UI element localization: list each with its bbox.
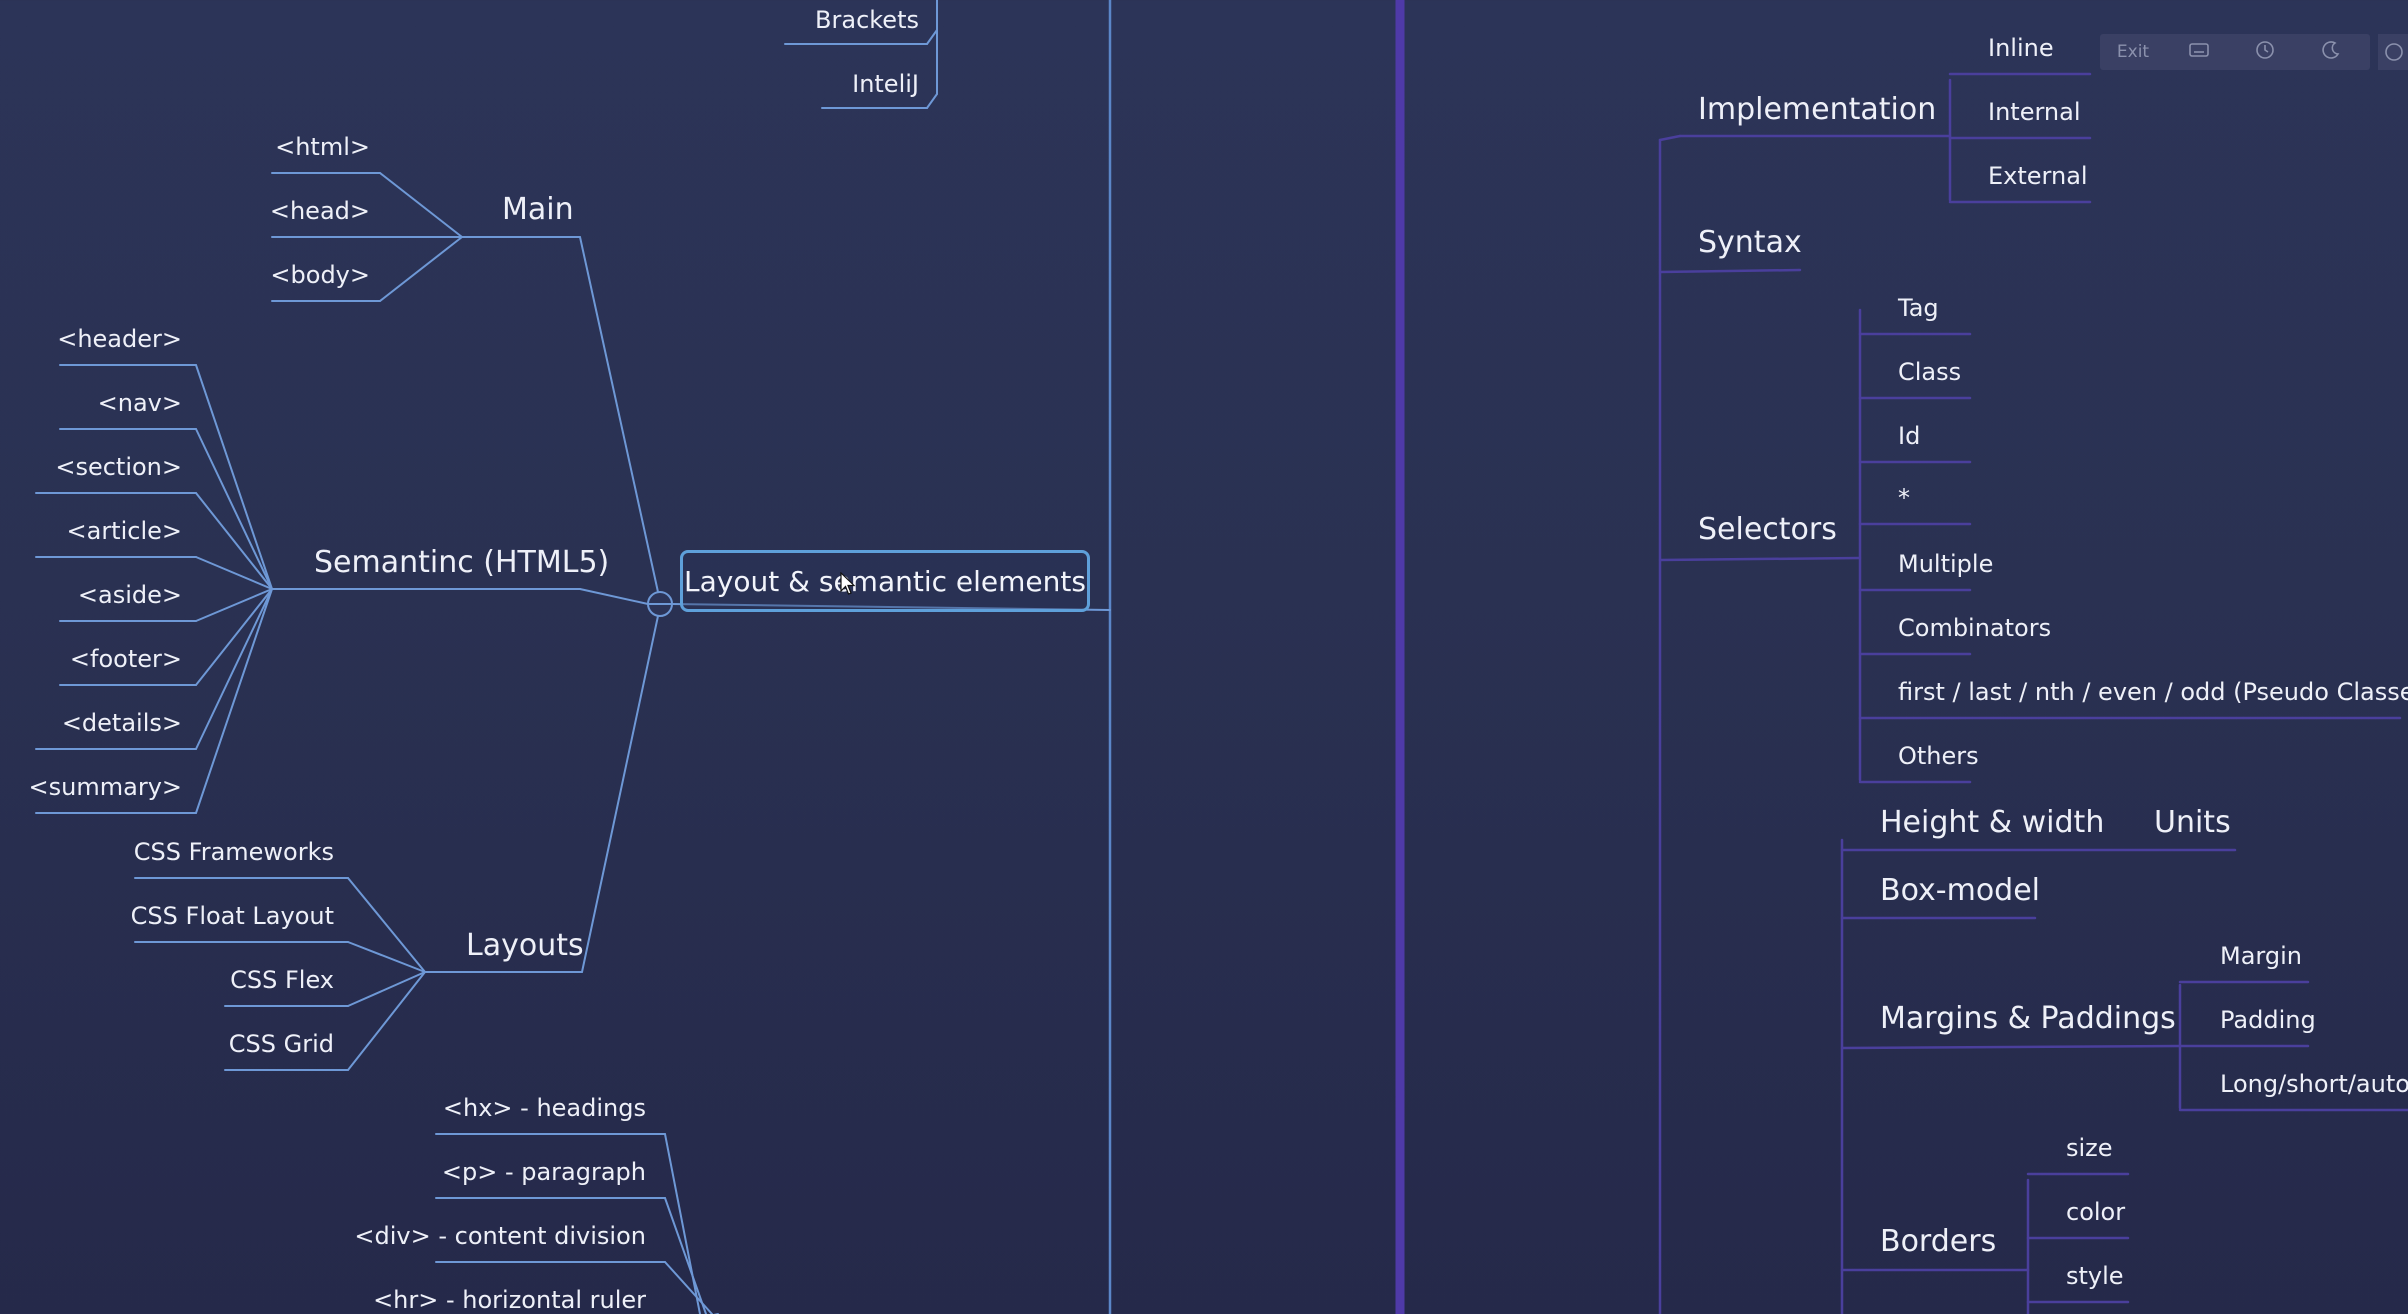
branch-line [579, 588, 649, 605]
node-internal[interactable]: Internal [1988, 98, 2081, 126]
node-multiple[interactable]: Multiple [1898, 550, 1994, 578]
branch-selectors[interactable]: Selectors [1698, 512, 1837, 547]
node-id[interactable]: Id [1898, 422, 1921, 450]
node-color[interactable]: color [2066, 1198, 2126, 1226]
branch-line [195, 588, 273, 622]
node-aside[interactable]: <aside> [77, 581, 182, 609]
node-box-model[interactable]: Box-model [1880, 873, 2041, 908]
branch-line [926, 29, 938, 45]
node-others[interactable]: Others [1898, 742, 1979, 770]
node-css-float-layout[interactable]: CSS Float Layout [130, 902, 334, 930]
node-section[interactable]: <section> [55, 453, 182, 481]
node-nav[interactable]: <nav> [97, 389, 182, 417]
branch-main[interactable]: Main [502, 192, 574, 227]
node-style[interactable]: style [2066, 1262, 2124, 1290]
node-first-last-nth-even-odd-pseudo-classes[interactable]: first / last / nth / even / odd (Pseudo … [1898, 678, 2408, 706]
branch-line [1840, 1044, 2182, 1050]
branch-lines [35, 0, 2408, 1314]
node-hr-horizontal-ruler[interactable]: <hr> - horizontal ruler [373, 1286, 646, 1314]
branch-layouts[interactable]: Layouts [466, 928, 584, 963]
presentation-toolbar: Exit [2100, 34, 2370, 70]
branch-line [926, 93, 938, 109]
branch-line [195, 364, 273, 590]
zoom-icon[interactable] [2378, 34, 2408, 70]
branch-line [1658, 556, 1862, 562]
branch-line [195, 492, 273, 590]
branch-line [379, 236, 463, 302]
branch-implementation[interactable]: Implementation [1698, 92, 1937, 127]
branch-line [664, 1197, 707, 1314]
node-class[interactable]: Class [1898, 358, 1962, 386]
root-node[interactable]: Layout & semantic elements [680, 550, 1090, 612]
node-body[interactable]: <body> [270, 261, 370, 289]
branch-line [195, 588, 273, 814]
node-height-width[interactable]: Height & width [1880, 805, 2105, 840]
node-head[interactable]: <head> [269, 197, 370, 225]
branch-line [581, 615, 659, 973]
node-hx-headings[interactable]: <hx> - headings [442, 1094, 646, 1122]
mouse-cursor-icon [840, 572, 856, 595]
branch-line [347, 971, 426, 1071]
node-long-short-auto[interactable]: Long/short/auto [2220, 1070, 2408, 1098]
exit-button[interactable]: Exit [2116, 42, 2150, 62]
node-units[interactable]: Units [2154, 805, 2231, 840]
node-article[interactable]: <article> [66, 517, 183, 545]
node-html[interactable]: <html> [275, 133, 370, 161]
branch-line [1658, 268, 1802, 274]
node-size[interactable]: size [2066, 1134, 2113, 1162]
node-brackets[interactable]: Brackets [815, 6, 919, 34]
branch-line [347, 971, 426, 1007]
branch-line [664, 1133, 701, 1314]
clock-icon[interactable] [2232, 40, 2298, 65]
branch-line [379, 172, 463, 238]
keyboard-icon[interactable] [2166, 42, 2232, 63]
branch-syntax[interactable]: Syntax [1698, 225, 1802, 260]
node-header[interactable]: <header> [57, 325, 182, 353]
root-node-label: Layout & semantic elements [684, 564, 1086, 598]
branch-line [347, 877, 426, 973]
node-margins-paddings[interactable]: Margins & Paddings [1880, 1001, 2176, 1036]
branch-semantic[interactable]: Semantinc (HTML5) [314, 545, 610, 580]
node-css-flex[interactable]: CSS Flex [230, 966, 334, 994]
branch-line [579, 236, 659, 593]
node-css-grid[interactable]: CSS Grid [228, 1030, 334, 1058]
node-summary[interactable]: <summary> [28, 773, 182, 801]
node-div-content-division[interactable]: <div> - content division [354, 1222, 646, 1250]
branch-line [347, 941, 426, 973]
node-details[interactable]: <details> [61, 709, 182, 737]
node-tag[interactable]: Tag [1898, 294, 1939, 322]
node-item[interactable]: * [1898, 484, 1910, 512]
node-margin[interactable]: Margin [2220, 942, 2302, 970]
node-css-frameworks[interactable]: CSS Frameworks [133, 838, 334, 866]
branch-line [195, 588, 273, 686]
branch-line [195, 556, 273, 590]
node-combinators[interactable]: Combinators [1898, 614, 2052, 642]
node-external[interactable]: External [1988, 162, 2088, 190]
branch-line [1658, 134, 1682, 142]
node-footer[interactable]: <footer> [69, 645, 182, 673]
branch-line [195, 588, 273, 750]
node-inline[interactable]: Inline [1988, 34, 2054, 62]
branch-line [195, 428, 273, 590]
moon-icon[interactable] [2298, 40, 2364, 65]
node-borders[interactable]: Borders [1880, 1224, 1997, 1259]
node-intelij[interactable]: InteliJ [852, 70, 919, 98]
branch-line [664, 1261, 713, 1314]
node-p-paragraph[interactable]: <p> - paragraph [441, 1158, 646, 1186]
node-padding[interactable]: Padding [2220, 1006, 2316, 1034]
